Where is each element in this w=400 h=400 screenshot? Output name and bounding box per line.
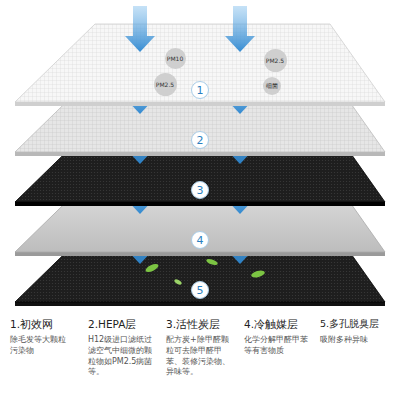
flow-arrows <box>125 6 255 52</box>
layer-description: 吸附多种异味 <box>320 335 386 346</box>
layer-title: 4.冷触媒层 <box>244 318 320 332</box>
callout-number: 3 <box>191 181 209 199</box>
layer-title: 2.HEPA层 <box>88 318 164 332</box>
layer-title: 3.活性炭层 <box>166 318 242 332</box>
callout-number: 1 <box>191 81 209 99</box>
prefilter-layer <box>15 24 385 106</box>
callout-number: 4 <box>191 231 209 249</box>
layer-description: H12级进口滤纸过滤空气中细微的颗粒物如PM2.5病菌等。 <box>88 335 154 378</box>
callout-number: 5 <box>191 281 209 299</box>
particle-dot: PM2.5 <box>154 73 177 96</box>
layer-title: 5.多孔脱臭层 <box>320 318 398 331</box>
particle-dot: PM2.5 <box>264 49 287 72</box>
particle-dot: PM10 <box>165 48 186 69</box>
layer-description: 除毛发等大颗粒污染物 <box>10 335 66 357</box>
layer-description: 配方炭+除甲醛颗粒可去除甲醛甲苯、装修污染物、异味等。 <box>166 335 232 378</box>
particle-dot: 细菌 <box>263 77 281 95</box>
layer-description: 化学分解甲醛甲苯等有害物质 <box>244 335 310 357</box>
layer-title: 1.初效网 <box>10 318 86 332</box>
callout-number: 2 <box>191 131 209 149</box>
